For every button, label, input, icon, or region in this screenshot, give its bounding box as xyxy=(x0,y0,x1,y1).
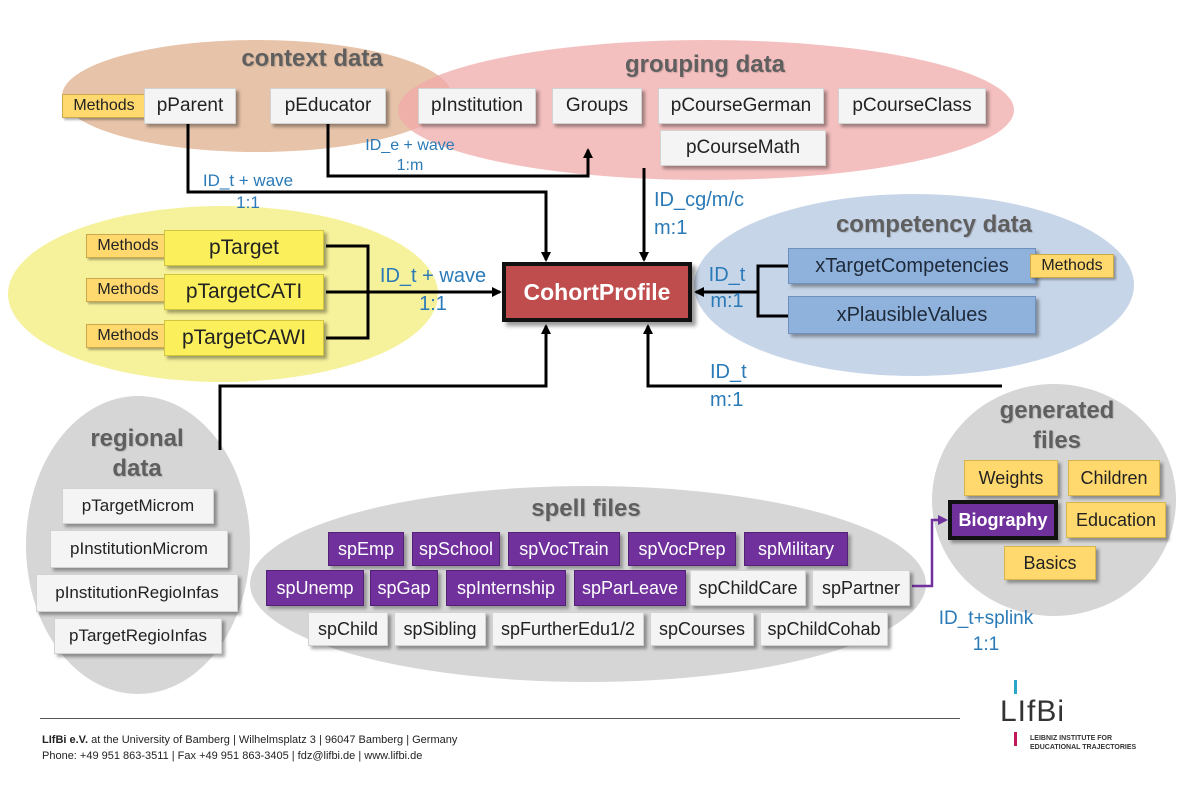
weights-box[interactable]: Weights xyxy=(964,460,1058,496)
ptarget-box[interactable]: pTarget xyxy=(164,230,324,266)
spell-file-box[interactable]: spCourses xyxy=(650,612,754,646)
generated-link-key: ID_t xyxy=(710,361,747,383)
regional-data-heading: regional data xyxy=(62,424,212,484)
spell-file-box[interactable]: spParLeave xyxy=(574,570,686,606)
ptargetcati-box[interactable]: pTargetCATI xyxy=(164,274,324,310)
methods-tag-competencies[interactable]: Methods xyxy=(1030,254,1114,278)
regional-heading-line2: data xyxy=(112,455,162,482)
generated-heading-line2: files xyxy=(1032,427,1082,454)
children-box[interactable]: Children xyxy=(1068,460,1160,496)
educator-link-line xyxy=(326,124,593,178)
splink-link-label: ID_t+splink 1:1 xyxy=(928,606,1044,658)
education-box[interactable]: Education xyxy=(1066,502,1166,538)
biography-box[interactable]: Biography xyxy=(948,500,1058,540)
spell-file-box[interactable]: spUnemp xyxy=(266,570,364,606)
grouping-link-label: ID_cg/m/c m:1 xyxy=(654,186,744,242)
spell-file-box[interactable]: spChildCare xyxy=(690,570,806,606)
logo-accent-top xyxy=(1014,680,1017,694)
regional-file-box[interactable]: pTargetMicrom xyxy=(62,488,214,524)
splink-link-line xyxy=(912,515,948,588)
spell-file-box[interactable]: spChild xyxy=(308,612,388,646)
competency-link-label: ID_t m:1 xyxy=(700,262,754,314)
pparent-box[interactable]: pParent xyxy=(144,88,236,124)
generated-link-cardinality: m:1 xyxy=(710,389,744,411)
methods-tag-ptargetcati[interactable]: Methods xyxy=(86,278,170,302)
target-link-cardinality: 1:1 xyxy=(419,293,447,315)
logo-accent-bottom xyxy=(1014,732,1017,746)
target-link-label: ID_t + wave 1:1 xyxy=(372,262,494,318)
educator-link-label: ID_e + wave 1:m xyxy=(352,136,468,176)
footer-address: LIfBi e.V. at the University of Bamberg … xyxy=(42,734,457,746)
educator-link-key: ID_e + wave xyxy=(365,137,455,154)
spell-file-box[interactable]: spPartner xyxy=(812,570,910,606)
spell-file-box[interactable]: spGap xyxy=(370,570,438,606)
regional-file-box[interactable]: pInstitutionRegioInfas xyxy=(36,574,238,612)
regional-file-box[interactable]: pInstitutionMicrom xyxy=(50,530,228,568)
methods-tag-parent[interactable]: Methods xyxy=(62,94,146,118)
competency-link-cardinality: m:1 xyxy=(710,290,744,312)
pcourseclass-box[interactable]: pCourseClass xyxy=(838,88,986,124)
methods-tag-ptargetcawi[interactable]: Methods xyxy=(86,324,170,348)
footer-divider xyxy=(40,718,960,719)
splink-link-key: ID_t+splink xyxy=(938,608,1034,629)
groups-box[interactable]: Groups xyxy=(552,88,642,124)
logo-tagline-line1: LEIBNIZ INSTITUTE FOR xyxy=(1030,735,1113,742)
generated-link-line xyxy=(643,324,1002,388)
parent-link-label: ID_t + wave 1:1 xyxy=(190,170,306,214)
generated-heading-line1: generated xyxy=(999,397,1115,424)
logo-tagline-line2: EDUCATIONAL TRAJECTORIES xyxy=(1030,744,1137,751)
pcoursemath-box[interactable]: pCourseMath xyxy=(660,130,826,166)
target-link-key: ID_t + wave xyxy=(379,265,487,287)
xplausiblevalues-box[interactable]: xPlausibleValues xyxy=(788,296,1036,334)
ptargetcawi-box[interactable]: pTargetCAWI xyxy=(164,320,324,356)
regional-link-line xyxy=(218,324,551,450)
regional-heading-line1: regional xyxy=(90,425,184,452)
spell-file-box[interactable]: spFurtherEdu1/2 xyxy=(492,612,644,646)
grouping-link-cardinality: m:1 xyxy=(654,217,688,239)
logo-wordmark: LIfBi xyxy=(1000,695,1066,728)
competency-bracket-line xyxy=(756,264,788,318)
cohortprofile-box[interactable]: CohortProfile xyxy=(502,262,692,322)
context-data-heading: context data xyxy=(241,45,383,72)
lifbi-logo: LIfBi LEIBNIZ INSTITUTE FOR EDUCATIONAL … xyxy=(996,672,1156,758)
parent-link-key: ID_t + wave xyxy=(202,171,294,190)
logo-tagline: LEIBNIZ INSTITUTE FOR EDUCATIONAL TRAJEC… xyxy=(1030,734,1136,752)
pinstitution-box[interactable]: pInstitution xyxy=(418,88,536,124)
grouping-link-key: ID_cg/m/c xyxy=(654,189,745,211)
competency-data-heading: competency data xyxy=(835,211,1033,238)
competency-link-key: ID_t xyxy=(708,264,746,286)
spell-file-box[interactable]: spSchool xyxy=(412,532,500,566)
splink-link-cardinality: 1:1 xyxy=(972,634,1000,655)
competency-data-ellipse xyxy=(694,194,1134,376)
basics-box[interactable]: Basics xyxy=(1004,546,1096,580)
footer-org: LIfBi e.V. xyxy=(42,734,89,746)
spell-file-box[interactable]: spEmp xyxy=(328,532,404,566)
methods-tag-ptarget[interactable]: Methods xyxy=(86,234,170,258)
xtargetcompetencies-box[interactable]: xTargetCompetencies xyxy=(788,248,1036,284)
generated-files-heading: generated files xyxy=(972,396,1142,456)
spell-file-box[interactable]: spMilitary xyxy=(744,532,848,566)
spell-files-heading: spell files xyxy=(531,495,641,522)
spell-file-box[interactable]: spSibling xyxy=(394,612,486,646)
generated-link-label: ID_t m:1 xyxy=(710,358,747,414)
spell-file-box[interactable]: spChildCohab xyxy=(760,612,888,646)
footer-address-text: at the University of Bamberg | Wilhelmsp… xyxy=(88,734,458,746)
parent-link-line xyxy=(186,124,551,262)
spell-file-box[interactable]: spVocTrain xyxy=(508,532,620,566)
regional-file-box[interactable]: pTargetRegioInfas xyxy=(54,618,222,654)
parent-link-cardinality: 1:1 xyxy=(236,193,260,212)
footer-contact: Phone: +49 951 863-3511 | Fax +49 951 86… xyxy=(42,750,423,762)
educator-link-cardinality: 1:m xyxy=(396,157,424,174)
peducator-box[interactable]: pEducator xyxy=(270,88,386,124)
spell-file-box[interactable]: spVocPrep xyxy=(628,532,736,566)
spell-file-box[interactable]: spInternship xyxy=(446,570,566,606)
grouping-data-heading: grouping data xyxy=(625,51,785,78)
pcoursegerman-box[interactable]: pCourseGerman xyxy=(658,88,824,124)
